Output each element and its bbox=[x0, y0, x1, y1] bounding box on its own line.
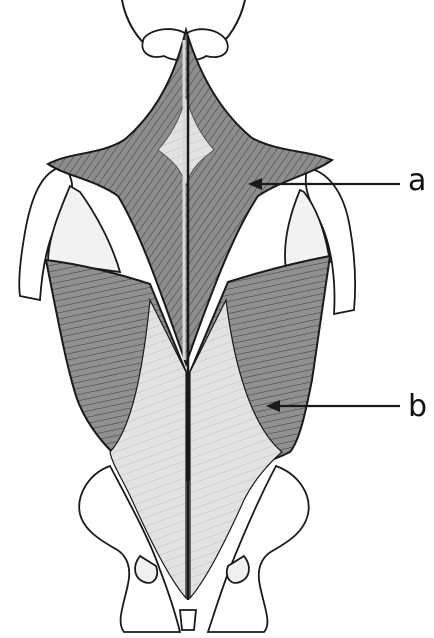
label-b: b bbox=[408, 392, 427, 422]
label-a: a bbox=[408, 166, 426, 196]
